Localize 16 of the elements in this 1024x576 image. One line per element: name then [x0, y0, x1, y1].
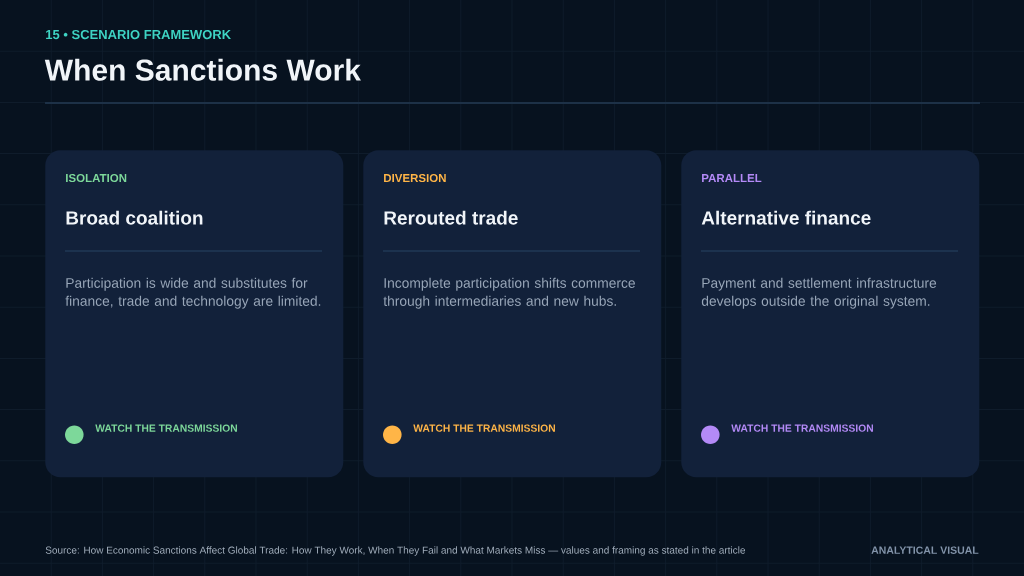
card-description: Payment and settlement infrastructure develops outside the original system.	[701, 277, 937, 309]
footer-tag: ANALYTICAL VISUAL	[871, 546, 979, 554]
watch-label: WATCH THE TRANSMISSION	[413, 424, 555, 432]
title: When Sanctions Work	[44, 58, 361, 81]
section-kicker: 15 • SCENARIO FRAMEWORK	[46, 29, 231, 40]
watch-label: WATCH THE TRANSMISSION	[731, 424, 873, 432]
card-heading: Rerouted trade	[384, 210, 518, 225]
card-heading: Broad coalition	[66, 210, 203, 225]
source-note: Source: How Economic Sanctions Affect Global Trade: How They Work, When They Fail and What Markets Miss — values and framing as stated in the article	[45, 546, 746, 556]
category-label: DIVERSION	[384, 174, 446, 183]
card-heading: Alternative finance	[701, 210, 871, 225]
card-description: Participation is wide and substitutes for finance, trade and technology are limited.	[65, 277, 321, 309]
watch-label: WATCH THE TRANSMISSION	[95, 424, 237, 432]
card-description: Incomplete participation shifts commerce through intermediaries and new hubs.	[383, 277, 635, 309]
category-label: PARALLEL	[702, 174, 762, 182]
category-label: ISOLATION	[66, 174, 127, 183]
